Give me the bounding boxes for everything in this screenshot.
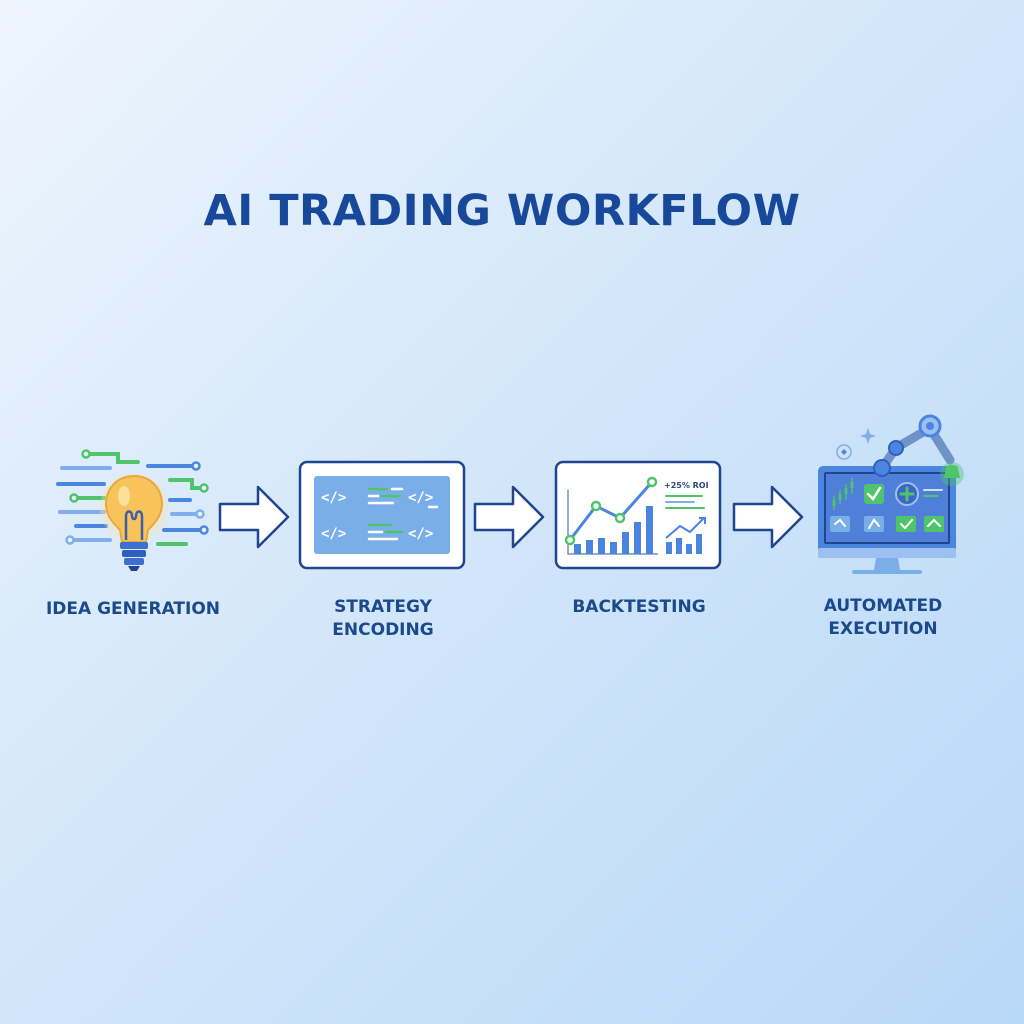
svg-text:</>: </> (408, 490, 433, 506)
step-label-idea-generation: IDEA GENERATION (45, 599, 221, 619)
right-arrow-icon (473, 485, 545, 549)
step-label-strategy-encoding: STRATEGY ENCODING (332, 597, 434, 640)
right-arrow-icon (218, 485, 290, 549)
right-arrow-icon (732, 485, 804, 549)
svg-text:</>: </> (408, 526, 433, 542)
svg-text:</>: </> (321, 490, 346, 506)
monitor-robot-arm-icon (818, 414, 964, 574)
step-label-automated-execution: AUTOMATED EXECUTION (823, 596, 943, 639)
code-window-icon: </> </> </> </> (298, 460, 466, 570)
svg-text:</>: </> (321, 526, 346, 542)
step-label-backtesting: BACKTESTING (572, 597, 706, 617)
lightbulb-icon (56, 449, 209, 571)
diagram-title: AI TRADING WORKFLOW (203, 186, 801, 236)
roi-annotation: +25% ROI (664, 481, 709, 490)
chart-window-icon: +25% ROI (554, 460, 722, 570)
